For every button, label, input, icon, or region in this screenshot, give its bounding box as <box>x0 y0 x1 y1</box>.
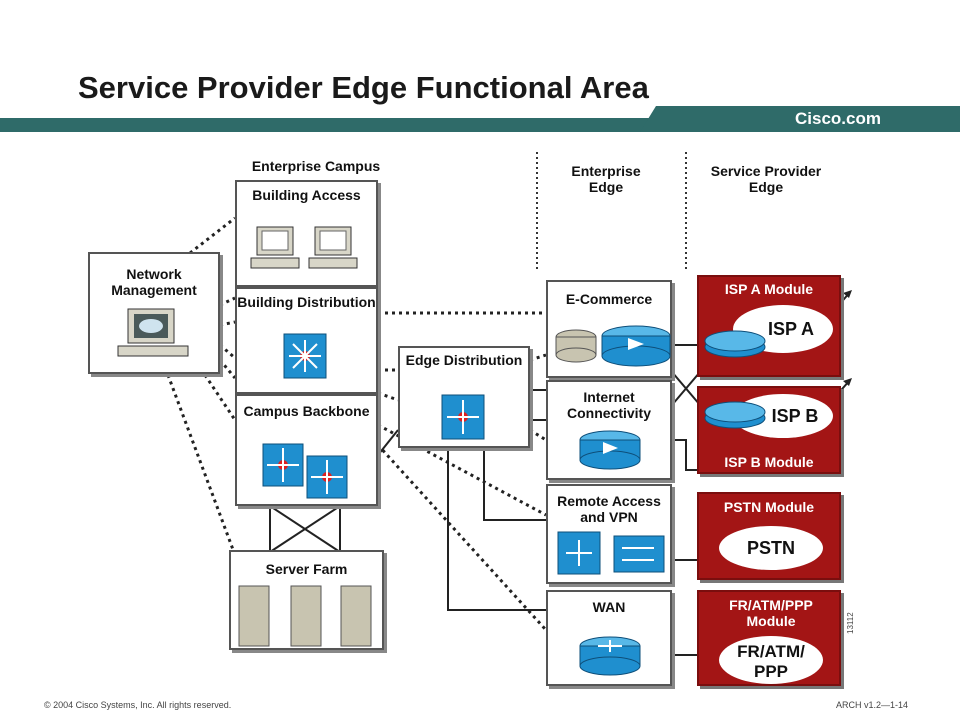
fr-atm-ppp-module-label: FR/ATM/PPP Module <box>729 597 813 629</box>
fr-atm-ppp-label: FR/ATM/ PPP <box>737 642 805 681</box>
pstn-module-box: PSTN Module PSTN <box>697 492 841 580</box>
edge-distribution-box: Edge Distribution <box>398 346 530 448</box>
enterprise-campus-header: Enterprise Campus <box>251 158 381 174</box>
enterprise-edge-header: Enterprise Edge <box>571 163 641 195</box>
brand-tab <box>640 106 960 132</box>
isp-b-module-label: ISP B Module <box>724 454 814 470</box>
building-distribution-box: Building Distribution <box>235 287 378 394</box>
page-title: Service Provider Edge Functional Area <box>78 70 649 105</box>
building-access-box: Building Access <box>235 180 378 287</box>
server-icons <box>238 585 372 647</box>
backbone-switch-icons <box>262 443 348 499</box>
fr-atm-ppp-module-box: FR/ATM/PPP Module FR/ATM/ PPP <box>697 590 841 686</box>
remote-access-vpn-box: Remote Access and VPN <box>546 484 672 584</box>
isp-a-module-label: ISP A Module <box>724 281 814 297</box>
edge-switch-icon <box>441 394 485 440</box>
cisco-brand-link[interactable]: Cisco.com <box>795 109 881 128</box>
management-station-icon <box>117 308 189 357</box>
course-id: ARCH v1.2—1-14 <box>836 700 909 710</box>
remote-access-vpn-label: Remote Access and VPN <box>557 493 661 525</box>
pstn-cloud-icon <box>719 526 823 570</box>
firewall-router-icon <box>579 430 641 470</box>
workstation-icons <box>250 226 358 269</box>
service-provider-edge-header: Service Provider Edge <box>710 163 822 195</box>
internet-connectivity-box: Internet Connectivity <box>546 380 672 480</box>
network-management-box: Network Management <box>88 252 220 374</box>
internet-connectivity-label: Internet Connectivity <box>566 389 651 421</box>
fr-cloud-icon <box>719 636 823 684</box>
wan-box: WAN <box>546 590 672 686</box>
building-access-label: Building Access <box>252 187 361 203</box>
ecommerce-label: E-Commerce <box>565 291 653 307</box>
campus-backbone-box: Campus Backbone <box>235 394 378 506</box>
network-management-label: Network Management <box>111 266 197 298</box>
wan-router-icon <box>579 636 641 676</box>
server-farm-label: Server Farm <box>265 561 348 577</box>
pstn-label: PSTN <box>746 538 795 558</box>
isp-b-label: ISP B <box>771 406 819 426</box>
isp-a-cloud-icon <box>704 305 833 358</box>
isp-a-label: ISP A <box>767 319 815 339</box>
building-distribution-label: Building Distribution <box>237 294 376 310</box>
copyright-text: © 2004 Cisco Systems, Inc. All rights re… <box>44 700 232 710</box>
ecommerce-devices-icon <box>555 325 671 367</box>
isp-b-module-box: ISP B ISP B Module <box>697 386 841 474</box>
figure-id: 13112 <box>846 612 855 634</box>
isp-a-module-box: ISP A Module ISP A <box>697 275 841 377</box>
edge-distribution-label: Edge Distribution <box>405 352 523 368</box>
isp-b-cloud-icon <box>704 394 833 438</box>
wan-label: WAN <box>592 599 626 615</box>
pstn-module-label: PSTN Module <box>723 499 815 515</box>
campus-backbone-label: Campus Backbone <box>243 403 370 419</box>
ecommerce-box: E-Commerce <box>546 280 672 378</box>
vpn-devices-icon <box>557 531 665 575</box>
server-farm-box: Server Farm <box>229 550 384 650</box>
multilayer-switch-icon <box>283 333 327 379</box>
